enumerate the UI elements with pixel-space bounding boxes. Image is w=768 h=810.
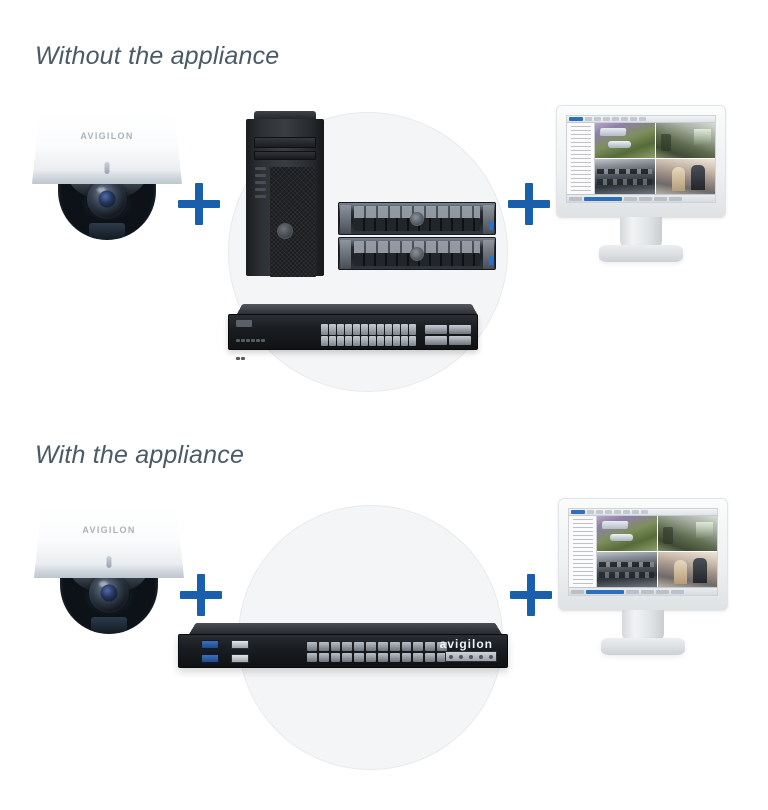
tile-retail-counter-view [655,159,715,194]
camera-screw [106,556,112,568]
camera-lens [87,178,127,219]
camera-tree-panel [567,123,595,194]
tower-front-buttons [255,167,268,207]
monitor-icon [558,498,728,663]
switch-ethernet-ports [321,324,416,346]
switch-front-panel [228,314,478,360]
tile-parking-lot-view [595,159,655,194]
rack-appliance-icon: avigilon [178,618,508,678]
monitor-bezel [556,105,726,218]
monitor-neck [622,610,664,640]
tower-chassis [246,119,324,277]
drive-bay-secondary [254,151,316,160]
tower-front-mesh [270,167,316,277]
server-brand-badge [410,247,424,261]
timeline-status-bar [567,194,715,202]
plus-operator-1 [178,183,220,225]
camera-mount-tab [91,617,127,633]
desktop-tower-icon [246,111,324,277]
video-tile-grid [595,123,715,194]
monitor-screen [566,115,716,203]
rack-server-unit [338,237,496,270]
tile-parking-lot-view [597,552,657,587]
rack-ear-right [483,205,494,234]
optical-drive-bay [254,137,316,148]
dome-camera-icon: avigilon [34,504,184,639]
rack-ear-left [340,205,351,234]
switch-sfp-ports [425,325,471,345]
monitor-base [601,638,685,655]
tile-street-view [597,516,657,551]
rack-ear-right [483,240,494,269]
application-toolbar [567,116,715,123]
server-brand-badge [410,212,424,226]
appliance-front-panel: avigilon [178,634,508,668]
application-body [567,123,715,194]
tower-brand-badge [277,223,293,239]
switch-brand-badge [236,320,252,327]
plus-operator-4 [510,574,552,616]
video-tile-grid [597,516,717,587]
tile-retail-counter-view [657,552,717,587]
plus-operator-3 [180,574,222,616]
appliance-network-ports [307,642,447,662]
plus-bar-vertical [195,183,203,225]
appliance-brand-logo: avigilon [439,637,493,651]
tile-corridor-view [655,123,715,158]
rack-server-icon [338,202,496,272]
section-heading-without: Without the appliance [35,42,280,70]
section-heading-with: With the appliance [35,441,245,469]
camera-brand-logo: avigilon [82,525,136,535]
server-status-led [489,256,493,265]
monitor-icon [556,105,726,270]
plus-bar-vertical [527,574,535,616]
monitor-base [599,245,683,262]
usb3-ports [201,640,219,664]
section-without-appliance: avigilon [0,95,768,405]
rack-server-unit [338,202,496,235]
tile-corridor-view [657,516,717,551]
camera-tree-panel [569,516,597,587]
camera-brand-logo: avigilon [80,131,134,141]
server-status-led [489,221,493,230]
section-with-appliance: avigilon avigilon [0,490,768,790]
tower-top-panel [254,111,316,121]
network-switch-icon [228,300,478,360]
switch-led-cluster [236,331,266,360]
plus-bar-vertical [525,183,533,225]
monitor-screen [568,508,718,596]
dome-camera-icon: avigilon [32,110,182,245]
timeline-status-bar [569,587,717,595]
rack-ear-left [340,240,351,269]
tile-street-view [595,123,655,158]
camera-mount-tab [89,223,125,239]
appliance-indicator-lights [445,651,497,662]
usb2-ports [231,640,249,664]
monitor-neck [620,217,662,247]
monitor-bezel [558,498,728,611]
plus-bar-vertical [197,574,205,616]
camera-lens [89,572,129,613]
plus-operator-2 [508,183,550,225]
application-toolbar [569,509,717,516]
camera-screw [104,162,110,174]
application-body [569,516,717,587]
